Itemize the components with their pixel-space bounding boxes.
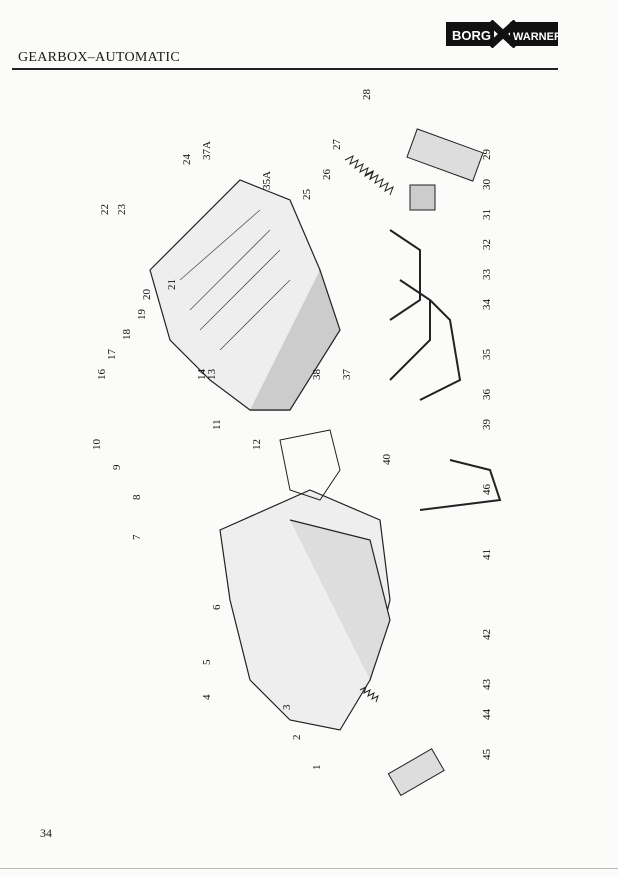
callout-11: 11	[211, 419, 223, 430]
callout-34: 34	[481, 299, 493, 311]
logo-text-left: BORG	[452, 28, 491, 43]
logo-text-right: WARNER	[513, 31, 558, 43]
callout-16: 16	[96, 369, 108, 381]
callout-6: 6	[211, 604, 223, 610]
callout-42: 42	[481, 629, 493, 640]
callout-15: 15	[90, 389, 93, 401]
callout-1: 1	[311, 765, 323, 771]
callout-12: 12	[251, 439, 263, 450]
callout-4: 4	[201, 694, 213, 700]
callout-7: 7	[131, 534, 143, 540]
callout-22: 22	[99, 204, 111, 215]
callout-43: 43	[481, 679, 493, 691]
callout-44: 44	[481, 709, 493, 721]
callout-39: 39	[481, 419, 493, 431]
header-rule	[12, 68, 558, 70]
cover-plate-28	[406, 128, 484, 182]
callout-32: 32	[481, 239, 493, 250]
callout-30: 30	[481, 179, 493, 191]
callout-27: 27	[331, 139, 343, 151]
callout-9: 9	[111, 464, 123, 470]
plate-45	[387, 748, 445, 797]
callout-13: 13	[206, 369, 218, 381]
callout-17: 17	[106, 349, 118, 361]
callout-18: 18	[121, 329, 133, 341]
callout-23: 23	[116, 204, 128, 216]
callout-37: 37	[341, 369, 353, 381]
callout-20: 20	[141, 289, 153, 301]
page-title: GEARBOX–AUTOMATIC	[18, 50, 180, 65]
callout-2: 2	[291, 735, 303, 741]
callout-36: 36	[481, 389, 493, 401]
footer-rule	[0, 868, 618, 869]
callout-35: 35	[481, 349, 493, 361]
callout-3: 3	[281, 704, 293, 710]
callout-21: 21	[166, 279, 178, 290]
borg-warner-logo: BORG WARNER ®	[446, 20, 558, 48]
callout-28: 28	[361, 89, 373, 101]
callout-40: 40	[381, 454, 393, 466]
callout-37a: 37A	[201, 141, 213, 160]
callout-19: 19	[136, 309, 148, 321]
callout-46: 46	[481, 484, 493, 496]
callout-25: 25	[301, 189, 313, 201]
callout-41: 41	[481, 549, 493, 560]
callout-38: 38	[311, 369, 323, 381]
callout-5: 5	[201, 659, 213, 665]
cup-29	[409, 184, 436, 211]
tubes	[389, 229, 502, 511]
lower-valve-body	[219, 489, 391, 731]
callout-14: 14	[196, 369, 208, 381]
callout-35a: 35A	[261, 171, 273, 190]
callout-24: 24	[181, 154, 193, 166]
callout-8: 8	[131, 494, 143, 500]
gasket-plate-12	[279, 429, 341, 501]
callout-45: 45	[481, 749, 493, 761]
upper-valve-body	[149, 179, 341, 411]
page-number: 34	[40, 826, 52, 840]
springs	[344, 154, 394, 703]
callout-31: 31	[481, 209, 493, 220]
logo-registered-mark: ®	[552, 23, 557, 30]
callout-10: 10	[91, 439, 103, 451]
callout-33: 33	[481, 269, 493, 281]
callout-29: 29	[481, 149, 493, 161]
callout-26: 26	[321, 169, 333, 181]
